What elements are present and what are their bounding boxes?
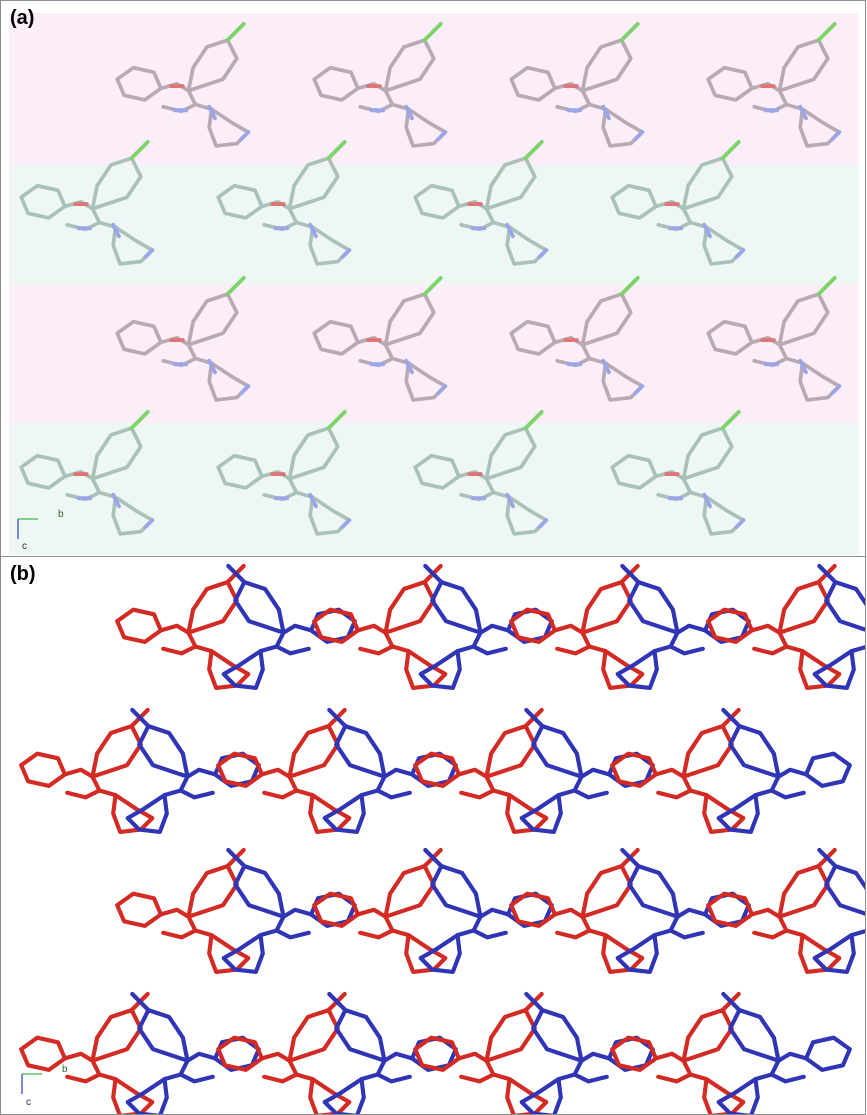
molecule-row4-1 [19, 410, 155, 536]
panel-a-axis-b-label: b [58, 509, 64, 520]
panel-b-axis-c-label: c [26, 1097, 31, 1108]
panel-a: (a) [0, 0, 866, 557]
panel-b-axis-b-label: b [62, 1064, 68, 1075]
molecule-row3-1 [115, 276, 251, 402]
molecule-blue-row3-4 [812, 847, 865, 974]
molecule-row4-2 [216, 410, 352, 536]
panel-a-label: (a) [10, 7, 35, 29]
molecule-row2-2 [216, 140, 352, 266]
molecule-row2-3 [413, 140, 549, 266]
molecule-blue-row4-4 [716, 991, 852, 1114]
molecule-red-row4-4 [610, 991, 746, 1114]
layer-band [9, 13, 859, 165]
molecule-row2-1 [19, 140, 155, 266]
molecule-blue-row1-4 [812, 563, 865, 690]
molecule-row3-4 [706, 276, 842, 402]
molecule-red-row4-3 [413, 991, 549, 1114]
molecule-row1-3 [509, 22, 645, 148]
molecule-blue-row4-3 [519, 991, 655, 1114]
panel-a-packing-diagram [9, 13, 859, 555]
panel-b-label: (b) [10, 563, 36, 585]
molecule-blue-row4-1 [125, 991, 261, 1114]
molecule-red-row4-2 [216, 991, 352, 1114]
molecule-blue-row2-4 [716, 707, 852, 834]
panel-b-packing-diagram [19, 563, 865, 1114]
molecule-red-row1-1 [115, 563, 251, 690]
molecule-row1-2 [312, 22, 448, 148]
panel-b: (b) [0, 556, 866, 1115]
molecule-row2-4 [610, 140, 746, 266]
molecule-red-row4-1 [19, 991, 155, 1114]
molecule-row1-4 [706, 22, 842, 148]
molecule-row4-4 [610, 410, 746, 536]
molecule-row1-1 [115, 22, 251, 148]
molecule-blue-row4-2 [322, 991, 458, 1114]
panel-a-axis-c-label: c [22, 541, 27, 552]
layer-band [9, 285, 859, 423]
molecule-row4-3 [413, 410, 549, 536]
molecule-row3-3 [509, 276, 645, 402]
molecule-row3-2 [312, 276, 448, 402]
